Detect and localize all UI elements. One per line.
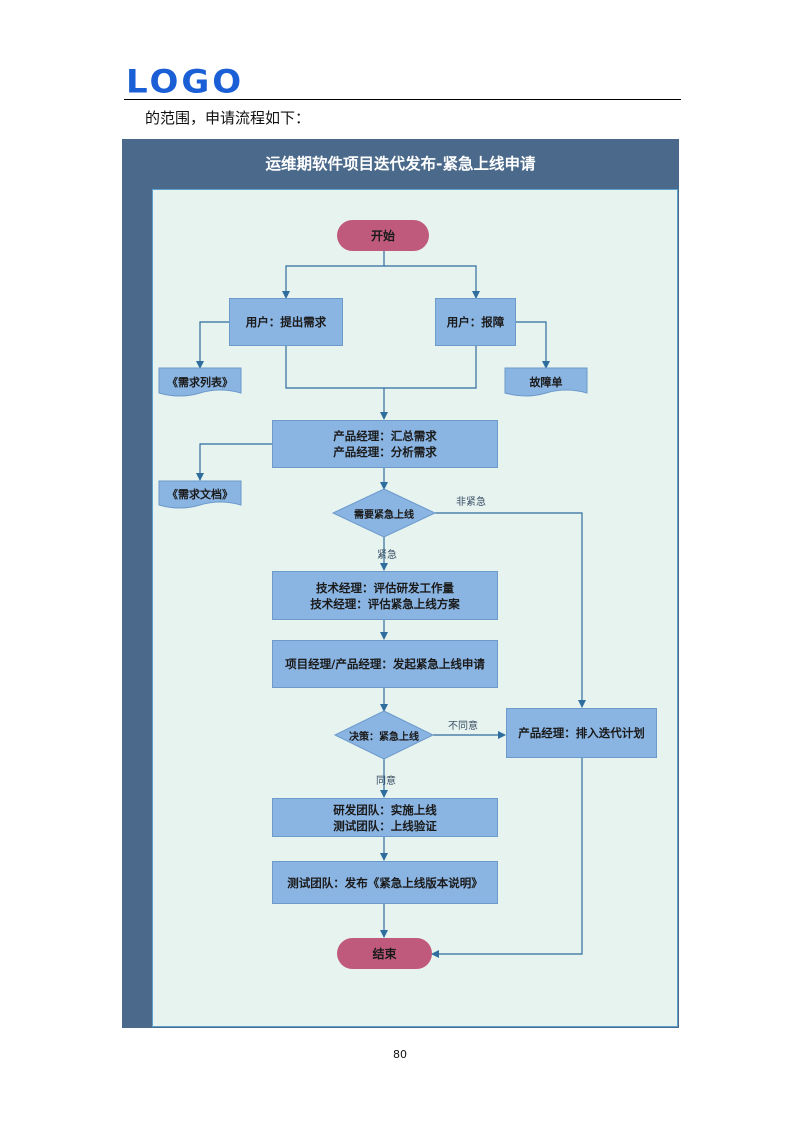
edge-label-non-urgent: 非紧急 [456,497,486,508]
user-request-label: 用户：提出需求 [245,315,327,329]
release-notes-label: 测试团队：发布《紧急上线版本说明》 [287,875,483,890]
pm-summary-line1: 产品经理：汇总需求 [333,429,437,443]
user-report-box: 用户：报障 [435,298,516,346]
page-number: 80 [393,1048,407,1061]
req-list-label: 《需求列表》 [167,376,233,389]
user-request-box: 用户：提出需求 [229,298,343,346]
decision-need-urgent-label: 需要紧急上线 [354,510,414,521]
diagram-title: 运维期软件项目迭代发布-紧急上线申请 [265,155,536,173]
fault-ticket-label: 故障单 [529,376,563,389]
end-terminal: 结束 [337,938,432,969]
dev-impl-box: 研发团队：实施上线 测试团队：上线验证 [272,798,498,837]
tech-eval-box: 技术经理：评估研发工作量 技术经理：评估紧急上线方案 [272,571,498,620]
tech-eval-line1: 技术经理：评估研发工作量 [316,580,454,595]
edge-label-agree: 同意 [376,776,396,787]
pm-iteration-label: 产品经理：排入迭代计划 [518,726,645,740]
pm-iteration-box: 产品经理：排入迭代计划 [506,708,657,758]
initiate-box: 项目经理/产品经理：发起紧急上线申请 [272,640,498,688]
intro-text: 的范围，申请流程如下： [145,109,311,127]
decision-approve-label: 决策：紧急上线 [349,732,419,743]
logo: LOGO [126,63,245,101]
pm-summary-box: 产品经理：汇总需求 产品经理：分析需求 [272,420,498,468]
user-report-label: 用户：报障 [446,315,505,329]
dev-impl-line2: 测试团队：上线验证 [333,818,437,833]
start-terminal: 开始 [337,220,429,251]
dev-impl-line1: 研发团队：实施上线 [333,802,437,817]
header-rule [124,99,681,100]
tech-eval-line2: 技术经理：评估紧急上线方案 [310,596,460,611]
pm-summary-line2: 产品经理：分析需求 [333,445,437,459]
initiate-label: 项目经理/产品经理：发起紧急上线申请 [285,657,485,671]
edge-label-disagree: 不同意 [448,721,478,732]
req-doc-label: 《需求文档》 [167,488,233,501]
release-notes-box: 测试团队：发布《紧急上线版本说明》 [272,861,498,904]
edge-label-urgent: 紧急 [377,550,397,561]
